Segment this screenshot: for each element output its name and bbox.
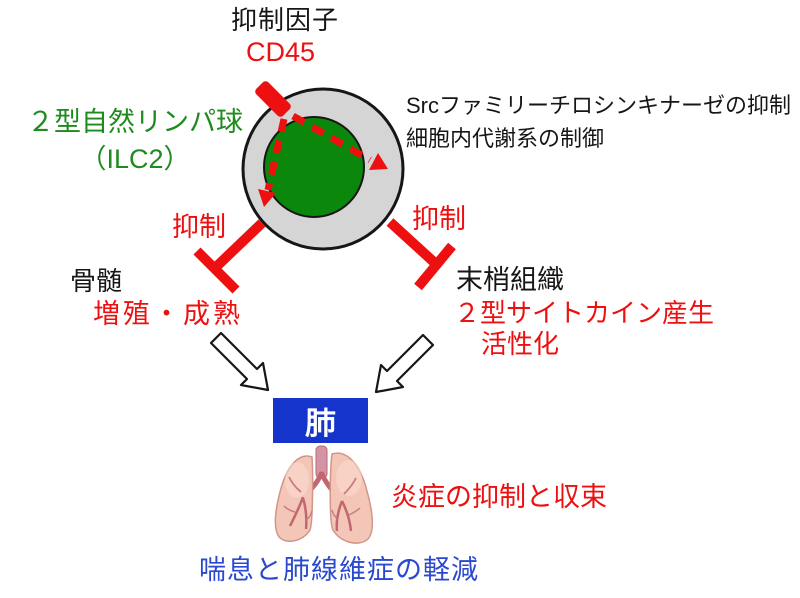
proliferation-maturation-label: 増殖・成熟 [93, 299, 243, 329]
arrowhead-icon [258, 189, 276, 207]
metabolism-line: 細胞内代謝系の制御 [406, 126, 605, 151]
inhibit-label-left: 抑制 [172, 212, 226, 242]
arrowhead-icon [369, 153, 388, 170]
block-arrow-right-icon [374, 333, 435, 394]
lung-title-label: 肺 [305, 406, 336, 441]
inflammation-resolution-label: 炎症の抑制と収束 [391, 482, 607, 512]
peripheral-tissue-label: 末梢組織 [456, 265, 564, 295]
inhibitor-factor-label: 抑制因子 [231, 5, 340, 35]
lungs-icon [274, 445, 374, 544]
signal-arrow-right [291, 112, 388, 170]
lung-title-box: 肺 [273, 398, 368, 443]
cell-effects-note: Srcファミリーチロシンキナーゼの抑制 細胞内代謝系の制御 [406, 89, 791, 155]
inhibit-label-right: 抑制 [412, 204, 466, 234]
activation-label: 活性化 [481, 329, 560, 359]
inhibition-tbar-left [193, 219, 266, 294]
ilc2-cell-label: ２型自然リンパ球 （ILC2） [15, 104, 255, 178]
type2-cytokine-label: ２型サイトカイン産生 [454, 298, 715, 328]
ilc2-name-line1: ２型自然リンパ球 [27, 107, 243, 137]
inhibition-tbar-right [386, 218, 456, 291]
cd45-receptor-icon [255, 81, 291, 117]
outcome-label: 喘息と肺線維症の軽減 [199, 555, 479, 585]
src-kinase-line: Srcファミリーチロシンキナーゼの抑制 [406, 93, 792, 118]
cd45-label: CD45 [246, 37, 316, 67]
ilc2-name-line2: （ILC2） [79, 144, 191, 174]
block-arrow-left-icon [209, 331, 270, 392]
bone-marrow-label: 骨髄 [70, 266, 123, 296]
signal-arrow-left [258, 118, 288, 207]
